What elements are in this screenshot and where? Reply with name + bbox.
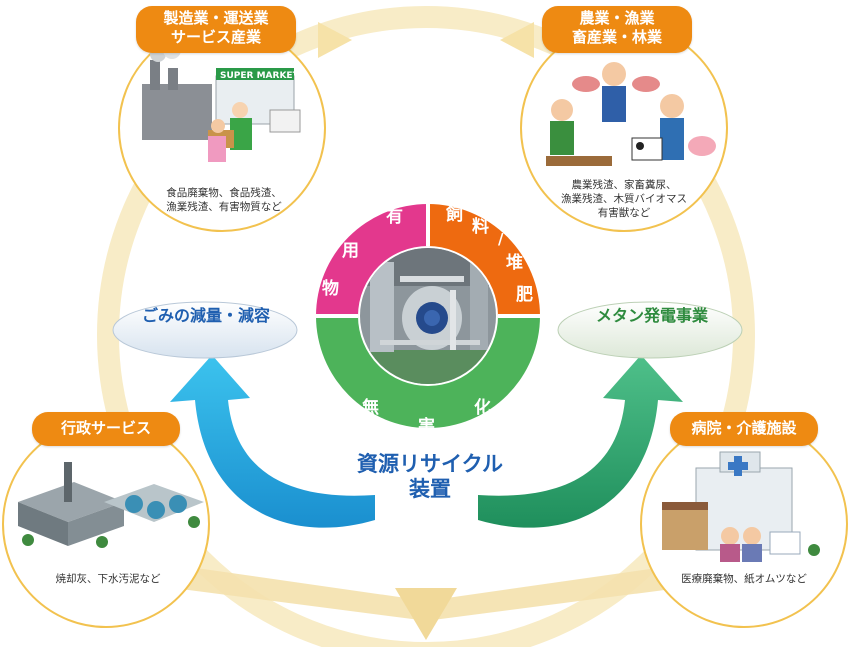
hospital-waste-text: 医療廃棄物、紙オムツなど <box>664 572 824 586</box>
ring-char-feed-2: 料 <box>472 216 489 237</box>
ring-char-harmless-3: 化 <box>474 397 491 418</box>
center-title-line-1: 資源リサイクル <box>310 452 550 477</box>
government-waste-line-1: 焼却灰、下水汚泥など <box>28 572 188 586</box>
manufacturing-waste-text: 食品廃棄物、食品残渣、 漁業残渣、有害物質など <box>140 186 308 214</box>
manufacturing-waste-line-1: 食品廃棄物、食品残渣、 <box>140 186 308 200</box>
ring-char-harmless-1: 無 <box>362 397 379 418</box>
ring-char-harmless-2: 害 <box>418 416 435 437</box>
methane-power-label: メタン発電事業 <box>564 302 740 326</box>
ring-char-feed-3: / <box>498 230 504 248</box>
government-title-line-1: 行政サービス <box>32 419 180 438</box>
hospital-illustration <box>642 422 846 626</box>
resource-recycling-device-title: 資源リサイクル 装置 <box>310 452 550 502</box>
ring-char-feed-5: 肥 <box>516 285 533 305</box>
hospital-title-line-1: 病院・介護施設 <box>670 419 818 438</box>
agriculture-title-badge: 農業・漁業 畜産業・林業 <box>542 6 692 53</box>
manufacturing-title-line-1: 製造業・運送業 <box>136 9 296 28</box>
agriculture-waste-text: 農業残渣、家畜糞尿、 漁業残渣、木質バイオマス 有害獣など <box>540 178 708 220</box>
ring-char-useful-3: 物 <box>322 278 339 299</box>
agriculture-waste-line-2: 漁業残渣、木質バイオマス <box>540 192 708 206</box>
hospital-waste-line-1: 医療廃棄物、紙オムツなど <box>664 572 824 586</box>
manufacturing-waste-line-2: 漁業残渣、有害物質など <box>140 200 308 214</box>
government-waste-text: 焼却灰、下水汚泥など <box>28 572 188 586</box>
agriculture-waste-line-1: 農業残渣、家畜糞尿、 <box>540 178 708 192</box>
ring-char-feed-1: 飼 <box>445 204 463 225</box>
hospital-circle <box>640 420 848 628</box>
svg-text:SUPER MARKET: SUPER MARKET <box>220 71 300 81</box>
agriculture-title-line-2: 畜産業・林業 <box>542 28 692 47</box>
manufacturing-title-line-2: サービス産業 <box>136 28 296 47</box>
manufacturing-title-badge: 製造業・運送業 サービス産業 <box>136 6 296 53</box>
government-circle <box>2 420 210 628</box>
center-title-line-2: 装置 <box>310 477 550 502</box>
ring-char-useful-2: 用 <box>342 241 359 261</box>
government-illustration <box>4 422 208 626</box>
ring-char-useful-1: 有 <box>386 206 403 227</box>
agriculture-title-line-1: 農業・漁業 <box>542 9 692 28</box>
ring-char-feed-4: 堆 <box>506 252 523 273</box>
government-title-badge: 行政サービス <box>32 412 180 446</box>
waste-reduction-label: ごみの減量・減容 <box>118 302 294 326</box>
hospital-title-badge: 病院・介護施設 <box>670 412 818 446</box>
agriculture-waste-line-3: 有害獣など <box>540 206 708 220</box>
